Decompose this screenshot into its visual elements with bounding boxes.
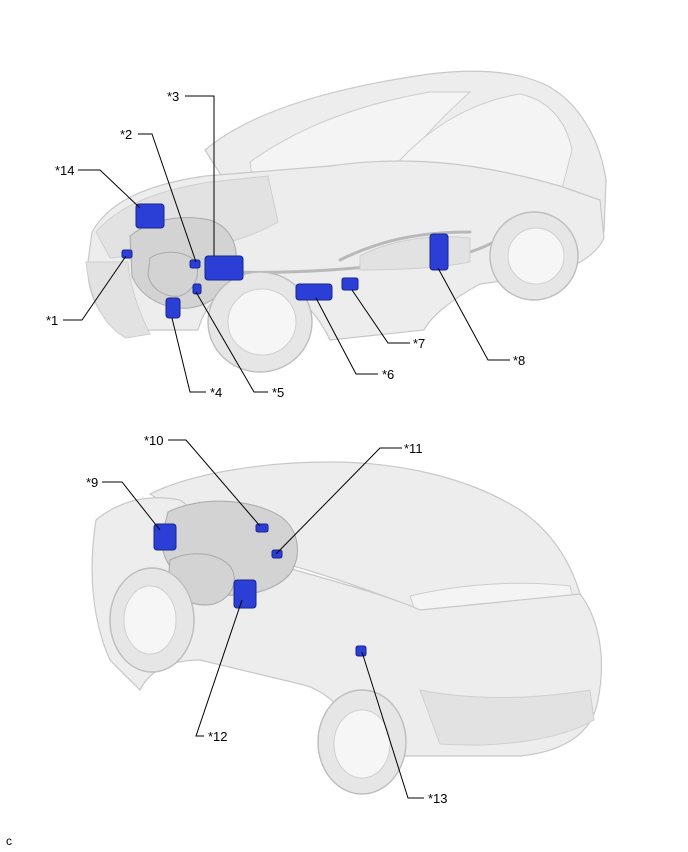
callout-1: *1 bbox=[46, 313, 58, 328]
part-5 bbox=[192, 283, 202, 295]
part-13 bbox=[355, 645, 367, 657]
part-6 bbox=[295, 283, 333, 301]
leader-lines-top bbox=[63, 95, 510, 393]
leader-lines-bottom bbox=[102, 439, 424, 799]
callouts-bottom: *9 *10 *11 *12 *13 bbox=[86, 433, 448, 806]
part-8 bbox=[429, 233, 449, 271]
part-7 bbox=[341, 277, 359, 291]
highlighted-parts-bottom bbox=[153, 523, 367, 657]
part-1 bbox=[121, 249, 133, 259]
callout-3: *3 bbox=[167, 89, 179, 104]
part-4 bbox=[165, 297, 181, 319]
callout-7: *7 bbox=[413, 336, 425, 351]
part-12 bbox=[233, 579, 257, 609]
part-9 bbox=[153, 523, 177, 551]
callout-9: *9 bbox=[86, 475, 98, 490]
callout-8: *8 bbox=[513, 353, 525, 368]
callout-14: *14 bbox=[55, 163, 75, 178]
part-11 bbox=[271, 549, 283, 559]
part-2 bbox=[189, 259, 201, 269]
highlighted-parts-top bbox=[121, 203, 449, 319]
callout-11: *11 bbox=[404, 441, 423, 456]
callout-6: *6 bbox=[382, 367, 394, 382]
callout-10: *10 bbox=[144, 433, 164, 448]
part-3 bbox=[204, 255, 244, 281]
part-14 bbox=[135, 203, 165, 229]
vehicle-bottom-illustration bbox=[91, 461, 603, 795]
illustration-code: c bbox=[6, 834, 12, 848]
callout-2: *2 bbox=[120, 127, 132, 142]
callout-4: *4 bbox=[210, 385, 222, 400]
part-10 bbox=[255, 523, 269, 533]
callout-5: *5 bbox=[272, 385, 284, 400]
callout-12: *12 bbox=[208, 729, 228, 744]
callouts-top: *3 *2 *14 *1 *4 *5 *6 *7 *8 bbox=[46, 89, 525, 400]
callout-13: *13 bbox=[428, 791, 448, 806]
